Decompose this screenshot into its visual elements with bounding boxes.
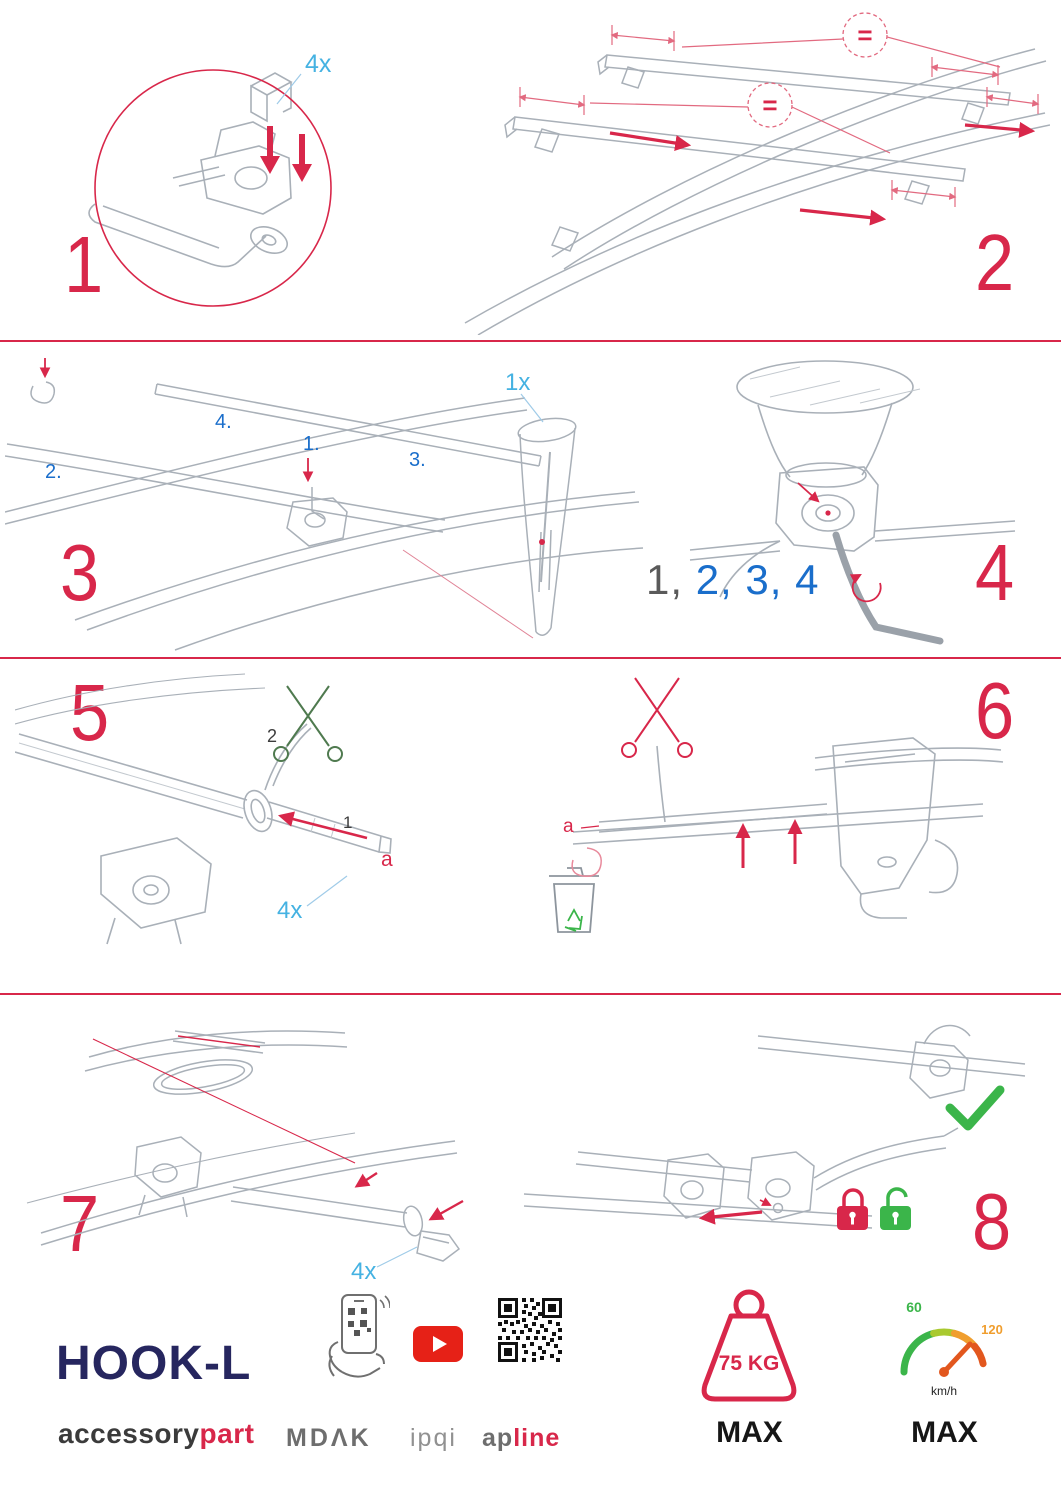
step7-qty-leader — [376, 1246, 418, 1268]
step4-sequence: 1, 2, 3, 4 — [646, 556, 819, 604]
step3-label-3: 3. — [409, 449, 426, 471]
partner-logo-ipqi: ipqi — [410, 1424, 457, 1452]
step5-qty-leader — [306, 875, 348, 907]
max-load-icon: 75 KG — [701, 1289, 797, 1402]
step1-insert-arrows — [260, 126, 312, 182]
step7-qty-label: 4x — [351, 1258, 376, 1285]
equal-badge-1 — [842, 12, 888, 58]
step5-qty-label: 4x — [277, 897, 302, 924]
step5-insert-arrow — [277, 811, 368, 840]
step-6-number: 6 — [975, 666, 1015, 755]
hex-key — [832, 531, 944, 645]
step5-cut-order: 2 — [267, 726, 277, 746]
partner-logo-apline-suffix: line — [513, 1424, 561, 1452]
brand-prefix: accessory — [58, 1418, 200, 1449]
step-2-number: 2 — [975, 218, 1015, 307]
qr-code-icon — [498, 1298, 562, 1362]
step1-qty-label: 4x — [305, 50, 332, 78]
section-divider-3 — [0, 993, 1061, 995]
step6-part-label: a — [563, 816, 574, 837]
step8-slide-arrow — [698, 1208, 763, 1225]
phone-scan-icon — [328, 1294, 390, 1378]
magnifier-circle — [94, 69, 332, 307]
max-speed-label: MAX — [911, 1416, 978, 1449]
cut-strap-curl — [571, 847, 602, 877]
speed-unit-label: km/h — [931, 1384, 957, 1398]
step8-illustration — [523, 1024, 1026, 1230]
product-name: HOOK-L — [56, 1337, 252, 1390]
step-4-number: 4 — [975, 528, 1015, 617]
step6-up-arrows — [735, 819, 803, 868]
step4-sequence-first: 1, — [646, 556, 684, 603]
padlock-unlocked-icon — [880, 1187, 911, 1230]
step4-sequence-rest: 2, 3, 4 — [683, 556, 820, 603]
step2-measure-arrows — [518, 25, 1040, 207]
partner-logo-mdak: MDΛK — [286, 1424, 372, 1452]
step4-arrows — [797, 482, 882, 603]
partner-logo-apline: apline — [482, 1424, 560, 1453]
check-icon — [945, 1085, 1005, 1131]
step3-arrows — [39, 358, 314, 483]
brand-suffix: part — [199, 1418, 255, 1449]
step8-screw-arrow — [759, 1197, 772, 1206]
step7-illustration: 4x — [26, 1030, 464, 1285]
step-1-number: 1 — [64, 220, 104, 309]
step2-illustration: = = — [464, 12, 1050, 335]
max-load-label: MAX — [716, 1416, 783, 1449]
step1-qty-leader — [276, 73, 302, 105]
max-load-value: 75 KG — [719, 1352, 780, 1375]
step3-label-1: 1. — [303, 433, 320, 455]
brand-wordmark: accessorypart — [58, 1418, 254, 1450]
step3-qty-label: 1x — [505, 369, 530, 396]
equal-badge-2 — [747, 82, 793, 128]
trash-icon — [549, 867, 599, 933]
step7-guide-line — [92, 1038, 356, 1164]
step3-qty-leader — [520, 393, 544, 423]
step6-part-leader — [580, 825, 600, 829]
step3-illustration: 1x 2. 4. 1. 3. — [5, 358, 644, 651]
step5-part-label: a — [381, 848, 393, 871]
step1-illustration: 4x — [88, 50, 332, 307]
section-divider-2 — [0, 657, 1061, 659]
step3-tool-dot — [539, 539, 545, 545]
step4-screw-dot — [825, 510, 831, 516]
speedometer-needle — [941, 1341, 973, 1375]
step-3-number: 3 — [60, 528, 100, 617]
padlock-locked-icon — [837, 1188, 868, 1230]
equal-sign-2: = — [762, 90, 777, 120]
speed-high-label: 120 — [981, 1322, 1003, 1337]
scissors-icon-green — [273, 685, 343, 762]
step6-illustration: a — [549, 677, 1004, 933]
recycle-icon — [564, 908, 583, 932]
step2-slide-arrows — [609, 121, 1036, 226]
scissors-icon-red — [621, 677, 693, 758]
step3-label-4: 4. — [215, 411, 232, 433]
step3-label-2: 2. — [45, 461, 62, 483]
step3-leader-line — [402, 549, 534, 639]
max-speed-icon: 60 120 km/h — [900, 1299, 1003, 1398]
step7-arrows — [354, 1171, 464, 1221]
step4-illustration — [689, 360, 1016, 645]
partner-logo-apline-prefix: ap — [482, 1424, 514, 1452]
youtube-icon — [413, 1326, 463, 1362]
step7-insert-strip — [177, 1035, 261, 1048]
step-8-number: 8 — [972, 1177, 1012, 1266]
step-5-number: 5 — [70, 668, 110, 757]
step5-insert-order: 1 — [343, 813, 352, 832]
section-divider-1 — [0, 340, 1061, 342]
speed-low-label: 60 — [906, 1299, 922, 1315]
equal-sign-1: = — [857, 20, 872, 50]
step-7-number: 7 — [60, 1179, 100, 1268]
step5-illustration: 2 1 a 4x — [15, 673, 393, 945]
